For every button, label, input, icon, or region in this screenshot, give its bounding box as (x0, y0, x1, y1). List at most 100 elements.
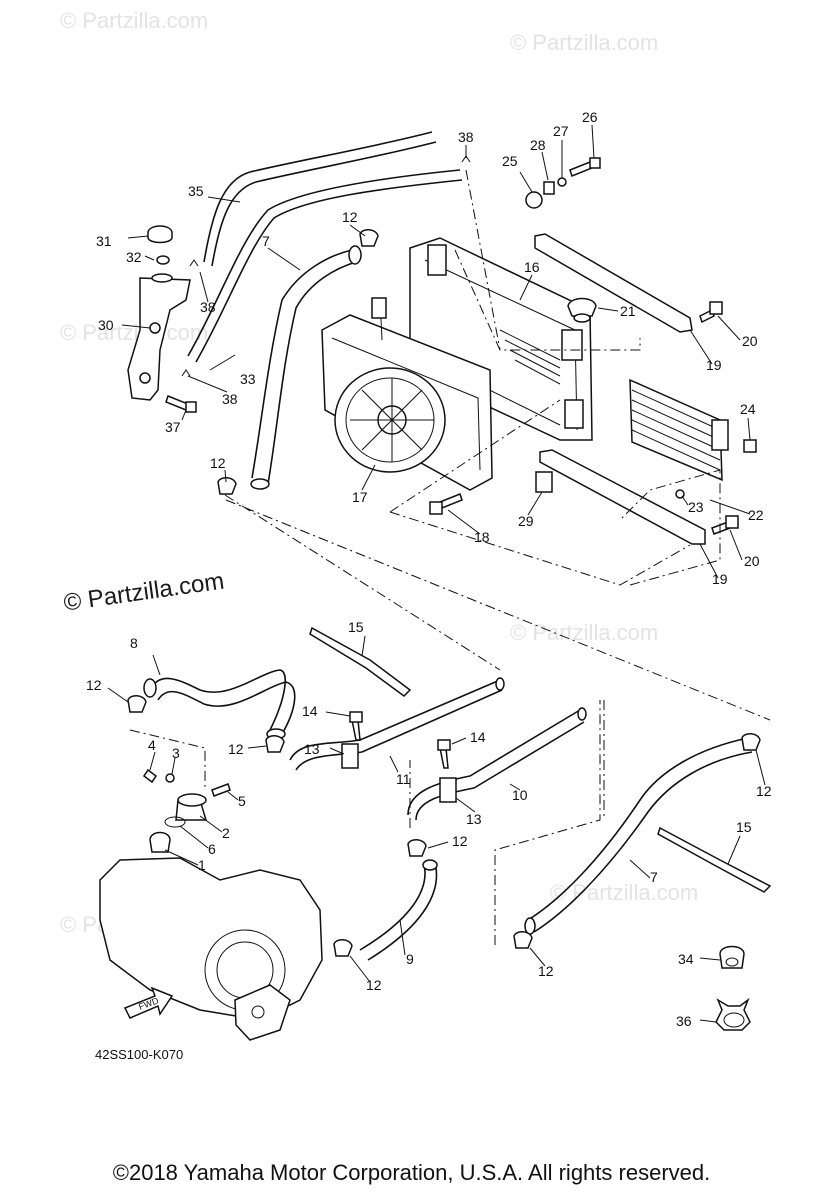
callout-7: 7 (650, 869, 658, 885)
pipe-10 (407, 709, 581, 816)
clamp-12 (217, 477, 237, 495)
callout-34: 34 (678, 951, 694, 967)
cable-tie-15 (309, 626, 412, 697)
callout-30: 30 (98, 317, 114, 333)
hose-7-upper (251, 249, 353, 479)
callout-13: 13 (304, 741, 320, 757)
bolt-14 (439, 747, 449, 769)
callout-12: 12 (452, 833, 468, 849)
oil-cooler (629, 378, 729, 482)
hose-9 (359, 863, 426, 951)
bolt-18 (439, 493, 463, 509)
callout-35: 35 (188, 183, 204, 199)
callout-29: 29 (518, 513, 534, 529)
callout-4: 4 (148, 737, 156, 753)
callout-14: 14 (470, 729, 486, 745)
callout-5: 5 (238, 793, 246, 809)
callout-22: 22 (748, 507, 764, 523)
pipe-11 (289, 679, 501, 761)
clamp-12 (359, 229, 379, 247)
callout-20: 20 (744, 553, 760, 569)
callout-12: 12 (86, 677, 102, 693)
callout-17: 17 (352, 489, 368, 505)
callout-2: 2 (222, 825, 230, 841)
callout-33: 33 (240, 371, 256, 387)
callout-12: 12 (756, 783, 772, 799)
callout-15: 15 (736, 819, 752, 835)
clamp-12 (513, 931, 533, 949)
callout-19: 19 (706, 357, 722, 373)
damper-29 (535, 471, 553, 493)
callout-38: 38 (458, 129, 474, 145)
callout-38: 38 (222, 391, 238, 407)
bracket-13 (439, 777, 457, 803)
bracket-13 (341, 743, 359, 769)
callout-6: 6 (208, 841, 216, 857)
callout-37: 37 (165, 419, 181, 435)
hose-33 (187, 169, 461, 357)
callout-38: 38 (200, 299, 216, 315)
callout-31: 31 (96, 233, 112, 249)
watermark: © Partzilla.com (510, 30, 659, 55)
radiator-cap (567, 297, 597, 317)
callout-32: 32 (126, 249, 142, 265)
hose-8 (149, 669, 286, 731)
cable-tie-15 (657, 826, 772, 893)
callout-18: 18 (474, 529, 490, 545)
fwd-arrow: FWD (123, 986, 174, 1019)
fan-assembly (321, 297, 493, 491)
bracket-19-upper (534, 233, 693, 333)
clamp-12 (265, 735, 285, 753)
tank-cap (147, 225, 173, 244)
diagram-code: 42SS100-K070 (95, 1047, 184, 1062)
callout-1: 1 (198, 857, 206, 873)
watermark: © Partzilla.com (60, 8, 209, 33)
callout-13: 13 (466, 811, 482, 827)
callout-28: 28 (530, 137, 546, 153)
bolt-37 (165, 395, 189, 411)
callout-16: 16 (524, 259, 540, 275)
bracket-19-lower (539, 449, 706, 545)
clip-38 (189, 259, 199, 267)
clamp-12 (407, 839, 427, 857)
grommet-25 (525, 191, 543, 209)
bolt-26 (569, 161, 593, 177)
clamp-36 (715, 997, 751, 1031)
callout-26: 26 (582, 109, 598, 125)
callout-10: 10 (512, 787, 528, 803)
watermark: © Partzilla.com (510, 620, 659, 645)
callout-15: 15 (348, 619, 364, 635)
clamp-34 (719, 945, 745, 969)
clamp-12 (333, 939, 353, 957)
callout-27: 27 (553, 123, 569, 139)
washer-27 (557, 177, 567, 187)
clip-38 (181, 369, 191, 377)
bolt-14 (351, 719, 361, 741)
callout-3: 3 (172, 745, 180, 761)
callout-12: 12 (366, 977, 382, 993)
callout-24: 24 (740, 401, 756, 417)
engine-block (99, 857, 323, 1041)
hose-7-lower (527, 737, 749, 921)
callout-12: 12 (538, 963, 554, 979)
callout-14: 14 (302, 703, 318, 719)
callout-23: 23 (688, 499, 704, 515)
callout-19: 19 (712, 571, 728, 587)
callout-21: 21 (620, 303, 636, 319)
hose-35 (203, 131, 433, 263)
reservoir-tank (127, 277, 191, 401)
callout-9: 9 (406, 951, 414, 967)
collar-28 (543, 181, 555, 195)
callout-12: 12 (342, 209, 358, 225)
nut-24 (743, 439, 757, 453)
callout-36: 36 (676, 1013, 692, 1029)
callout-25: 25 (502, 153, 518, 169)
copyright-notice: ©2018 Yamaha Motor Corporation, U.S.A. A… (112, 1160, 711, 1185)
callout-12: 12 (228, 741, 244, 757)
callout-8: 8 (130, 635, 138, 651)
callout-20: 20 (742, 333, 758, 349)
watermark: © Partzilla.com (60, 320, 209, 345)
thermostat-assembly (142, 768, 231, 853)
callout-11: 11 (396, 771, 411, 787)
